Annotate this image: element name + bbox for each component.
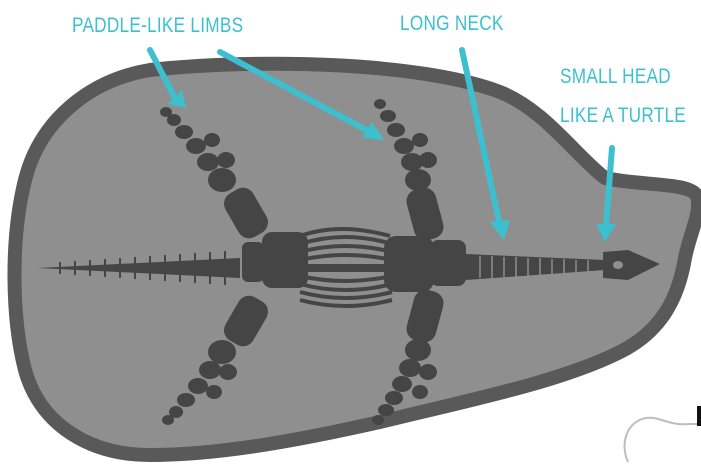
- label-long-neck: LONG NECK: [400, 13, 504, 34]
- bone-outline: [625, 418, 701, 462]
- edge-mark: [697, 406, 701, 426]
- label-paddle-like-limbs: PADDLE-LIKE LIMBS: [72, 15, 243, 36]
- shoulder-girdle: [384, 236, 434, 292]
- label-small-head: SMALL HEAD: [560, 66, 671, 87]
- label-like-a-turtle: LIKE A TURTLE: [560, 105, 686, 126]
